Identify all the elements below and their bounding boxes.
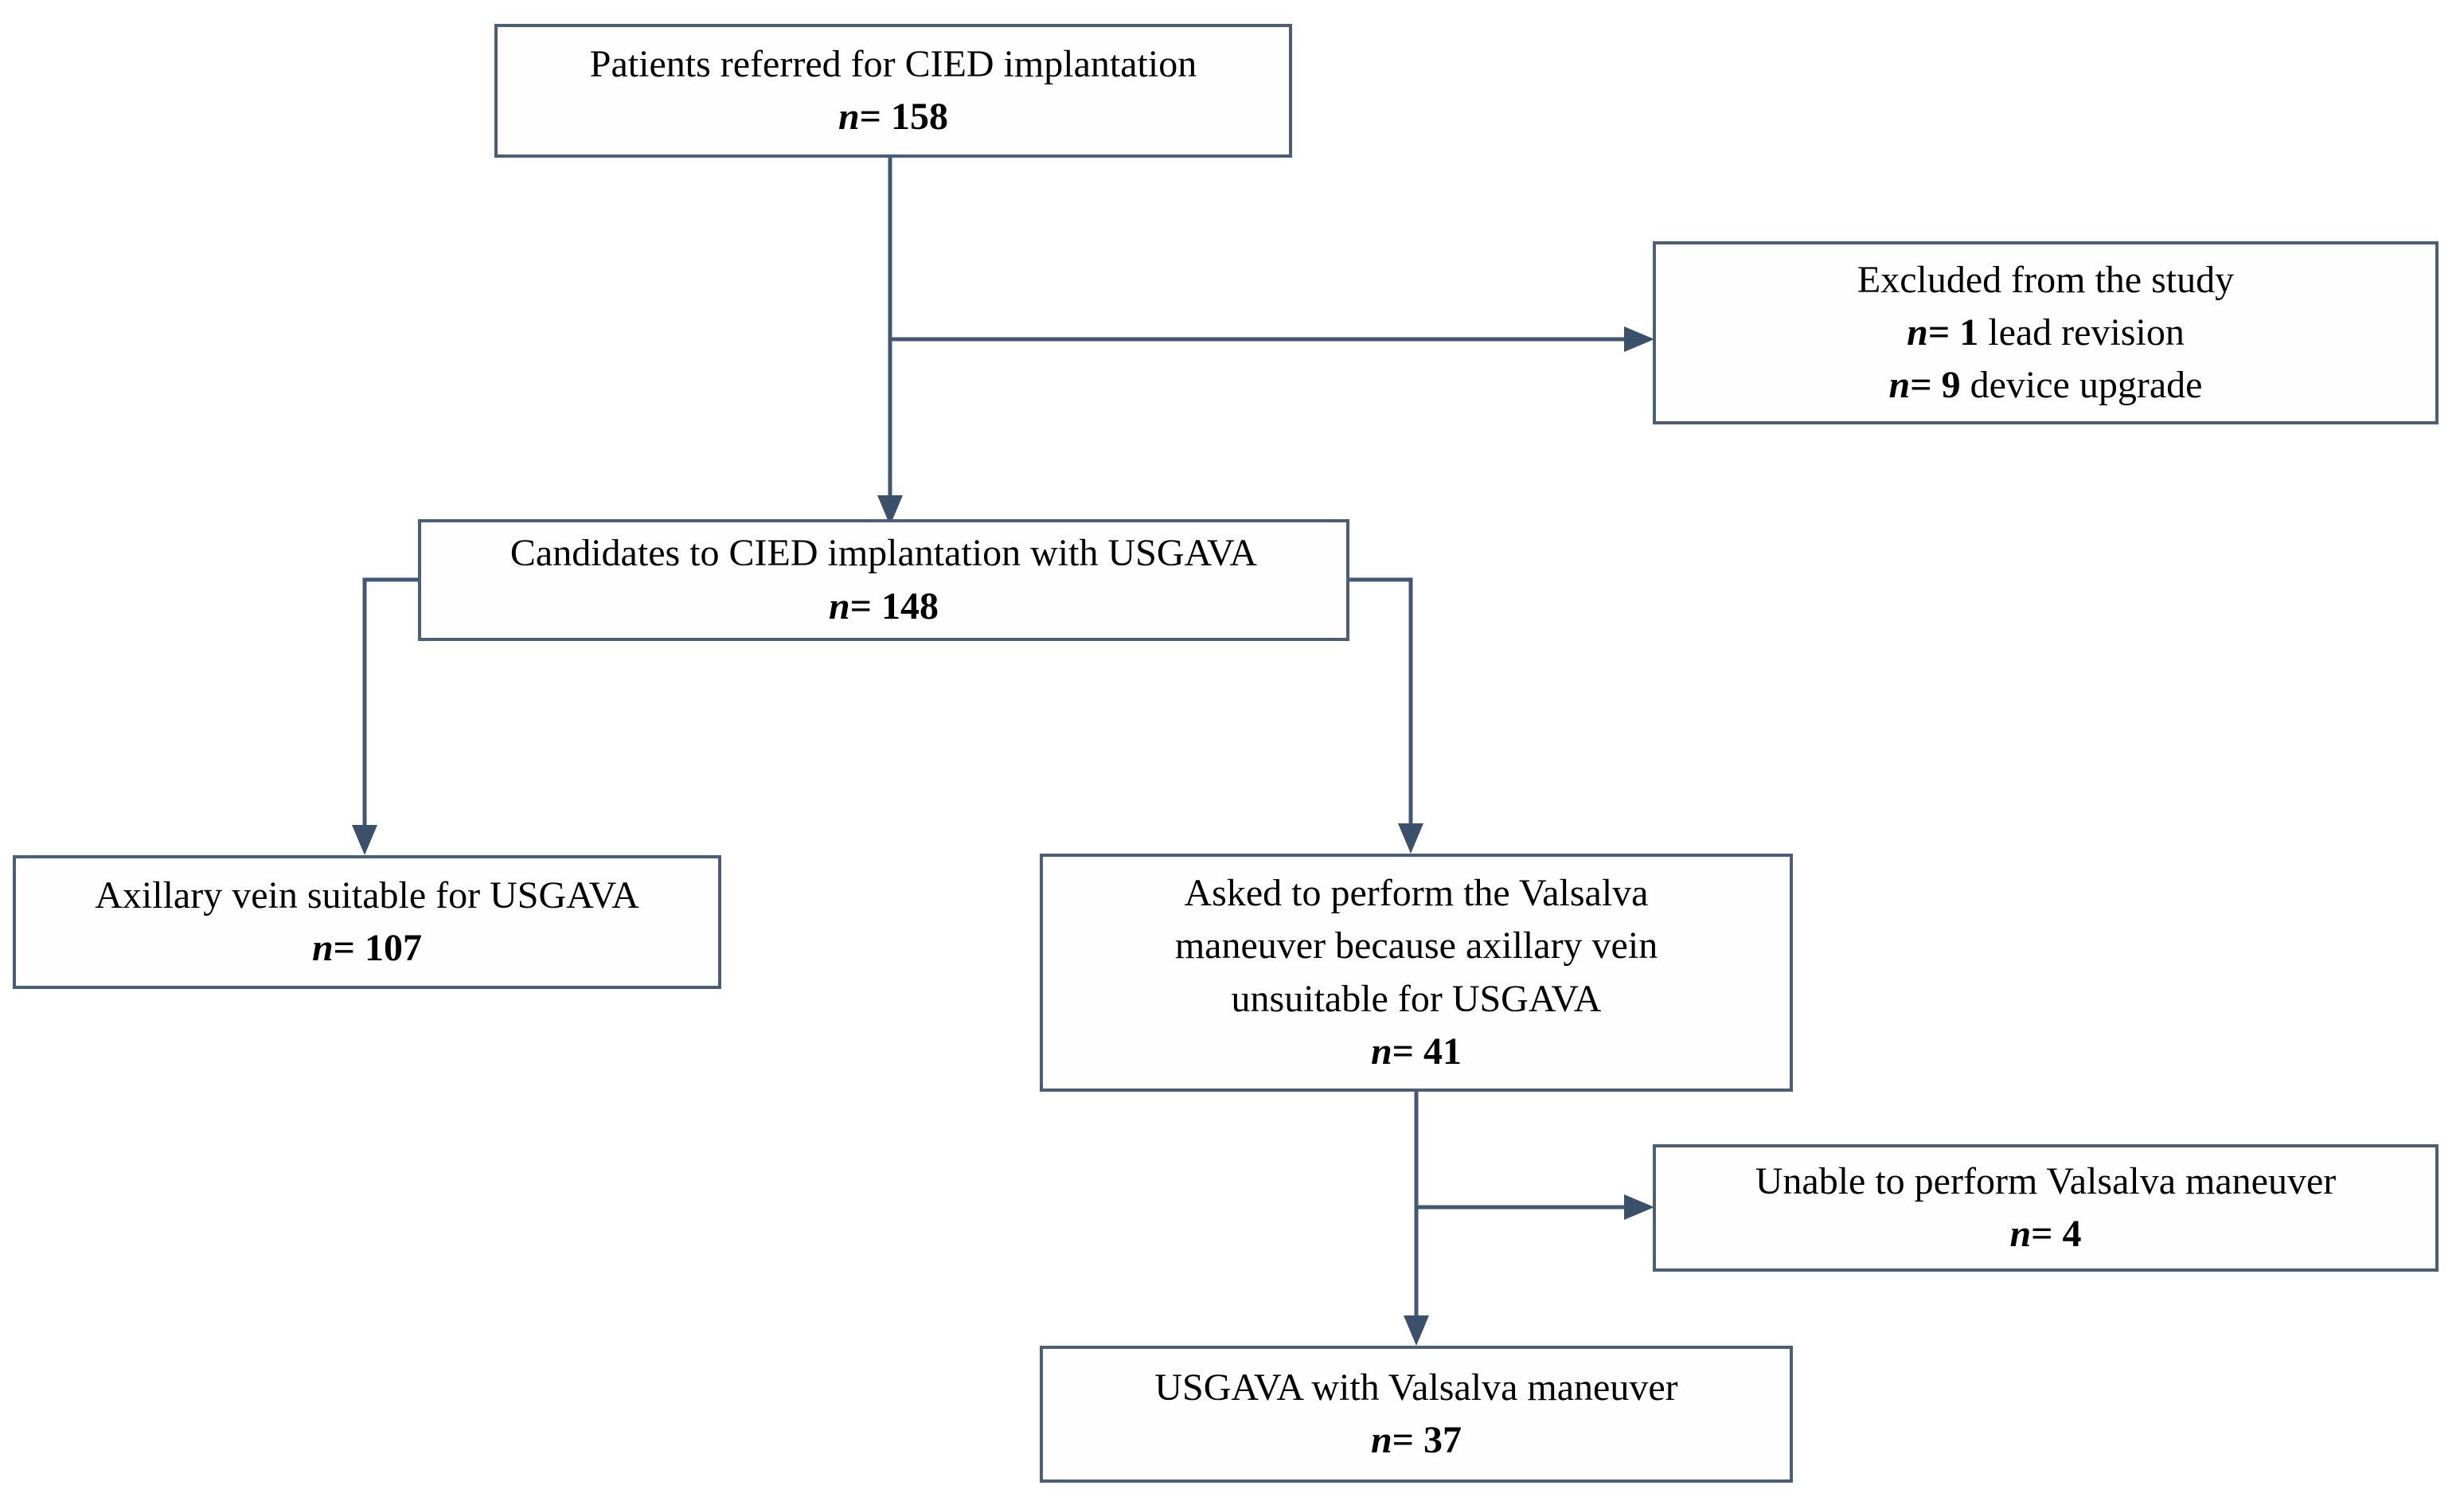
arrowhead-down-icon <box>877 495 903 526</box>
node-patients-referred-text: Patients referred for CIED implantation <box>589 42 1197 85</box>
arrowhead-right-icon <box>1624 1194 1654 1220</box>
node-excluded-text: Excluded from the study <box>1857 258 2235 301</box>
node-candidates-text: Candidates to CIED implantation with USG… <box>510 532 1258 575</box>
node-vein-suitable: Axillary vein suitable for USGAVA n= 107 <box>13 855 721 989</box>
arrowhead-down-icon <box>352 825 377 855</box>
connector-candidates-asked <box>1349 577 1413 825</box>
node-excluded-count-row: n= 1 lead revision <box>1907 311 2185 354</box>
node-excluded-count-row: n= 9 device upgrade <box>1888 364 2203 407</box>
node-valsalva-asked: Asked to perform the Valsalva maneuver b… <box>1040 854 1793 1092</box>
node-valsalva-unable-text: Unable to perform Valsalva maneuver <box>1755 1159 2337 1202</box>
node-valsalva-asked-text: maneuver because axillary vein <box>1174 924 1658 967</box>
connector-candidates-suitable <box>362 577 418 827</box>
node-candidates-count: n= 148 <box>828 584 939 627</box>
node-usgava-valsalva: USGAVA with Valsalva maneuver n= 37 <box>1040 1346 1793 1483</box>
arrowhead-down-icon <box>1398 823 1423 854</box>
node-excluded: Excluded from the study n= 1 lead revisi… <box>1653 241 2439 424</box>
node-valsalva-asked-text: Asked to perform the Valsalva <box>1184 872 1649 915</box>
node-candidates: Candidates to CIED implantation with USG… <box>418 519 1349 641</box>
node-patients-referred: Patients referred for CIED implantation … <box>494 24 1292 158</box>
node-usgava-valsalva-text: USGAVA with Valsalva maneuver <box>1154 1366 1678 1409</box>
node-vein-suitable-count: n= 107 <box>311 927 423 969</box>
node-valsalva-unable: Unable to perform Valsalva maneuver n= 4 <box>1653 1144 2439 1272</box>
node-valsalva-asked-text: unsuitable for USGAVA <box>1231 977 1602 1020</box>
arrowhead-down-icon <box>1404 1315 1429 1346</box>
node-usgava-valsalva-count: n= 37 <box>1370 1419 1462 1461</box>
node-patients-referred-count: n= 158 <box>838 96 949 138</box>
node-vein-suitable-text: Axillary vein suitable for USGAVA <box>95 874 639 917</box>
node-valsalva-asked-count: n= 41 <box>1370 1030 1462 1073</box>
arrowhead-right-icon <box>1624 326 1654 352</box>
node-valsalva-unable-count: n= 4 <box>2009 1213 2082 1255</box>
